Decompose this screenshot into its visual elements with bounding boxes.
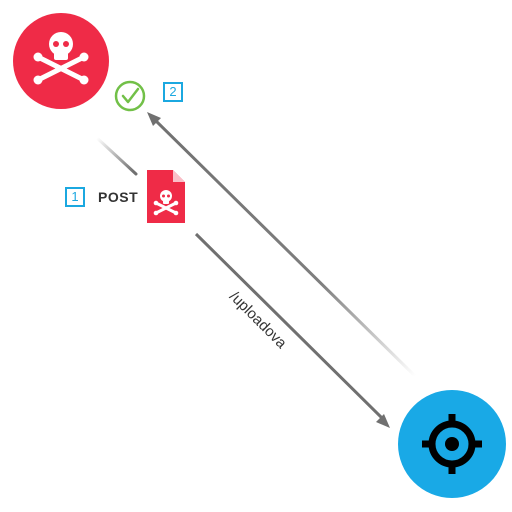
target-node — [398, 390, 506, 498]
attacker-node — [13, 13, 109, 109]
skull-crossbones-icon — [33, 32, 89, 85]
response-arrow — [147, 112, 417, 378]
step-2-badge: 2 — [163, 82, 183, 102]
crosshair-target-icon — [422, 414, 482, 474]
http-method-label: POST — [98, 189, 139, 205]
step-1-badge: 1 — [65, 187, 85, 207]
check-circle-icon — [114, 80, 146, 112]
malicious-file-icon — [147, 170, 185, 223]
request-arrow — [95, 136, 390, 428]
